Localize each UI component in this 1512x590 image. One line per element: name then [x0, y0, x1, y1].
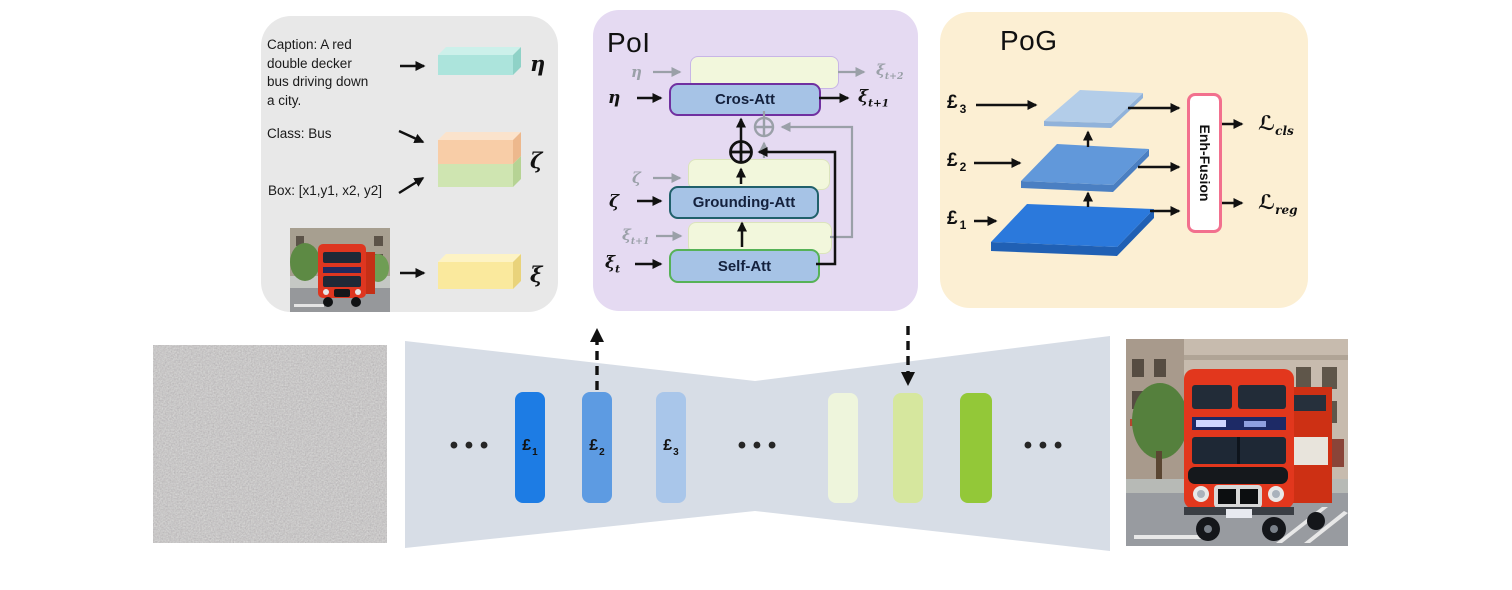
zeta-ghost-label: ζ	[632, 169, 641, 187]
box-text: Box: [x1,y1, x2, y2]	[268, 183, 383, 198]
bus-image	[1126, 339, 1348, 546]
cros-att-block: Cros-Att	[669, 83, 821, 116]
grounding-att-block: Grounding-Att	[669, 186, 819, 219]
f3-label: £3	[947, 92, 967, 116]
feature-bar-f1: £1	[515, 392, 545, 503]
xi-t2-output-label: ξt+2	[876, 61, 904, 82]
class-text: Class: Bus	[267, 126, 332, 141]
feature-bar-f2: £2	[582, 392, 612, 503]
f1-label: £1	[947, 208, 967, 232]
ellipsis-right: • • •	[1023, 432, 1063, 459]
caption-line: double decker	[267, 55, 352, 71]
feature-bar-f1-label: £1	[522, 437, 538, 458]
loss-cls-label: ℒcls	[1258, 111, 1294, 138]
noise-image	[153, 345, 387, 543]
loss-reg-label: ℒreg	[1258, 190, 1298, 217]
enh-fusion-label: Enh-Fusion	[1196, 124, 1213, 202]
eta-symbol: η	[530, 51, 546, 76]
eta-ghost-label: η	[631, 63, 642, 81]
caption-line: a city.	[267, 92, 302, 108]
feature-bar-f3-label: £3	[663, 437, 679, 458]
decoder-bar-1	[828, 393, 858, 503]
eta-input-label: η	[608, 88, 621, 108]
pog-title: PoG	[1000, 25, 1058, 56]
zeta-symbol: ζ	[530, 148, 543, 173]
xi-t1-output-label: ξt+1	[858, 87, 890, 110]
decoder-bar-2	[893, 393, 923, 503]
poi-title: PoI	[607, 27, 651, 58]
ellipsis-middle: • • •	[737, 432, 777, 459]
xi-t1-ghost-input-label: ξt+1	[622, 226, 650, 247]
enh-fusion-block: Enh-Fusion	[1187, 93, 1222, 233]
ellipsis-left: • • •	[449, 432, 489, 459]
caption-line: Caption: A red	[267, 37, 352, 52]
caption-text: Caption: A red double decker bus driving…	[267, 36, 387, 110]
zeta-input-label: ζ	[609, 192, 620, 212]
bus-thumbnail	[290, 228, 390, 312]
f2-label: £2	[947, 150, 967, 174]
decoder-bar-3	[960, 393, 992, 503]
feature-bar-f2-label: £2	[589, 437, 605, 458]
caption-line: bus driving down	[267, 74, 369, 90]
self-att-block: Self-Att	[669, 249, 820, 283]
xi-symbol: ξ	[530, 262, 543, 287]
xi-t-input-label: ξt	[605, 253, 620, 276]
feature-bar-f3: £3	[656, 392, 686, 503]
